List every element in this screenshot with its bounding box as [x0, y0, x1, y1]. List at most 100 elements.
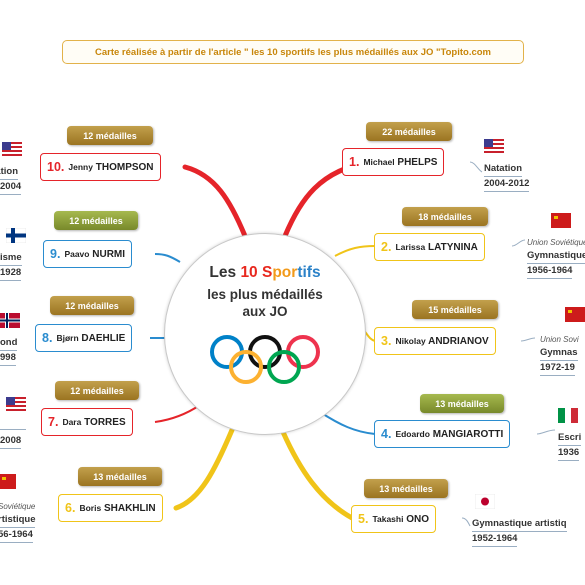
title-number: 10 — [240, 264, 258, 281]
last-name: DAEHLIE — [81, 332, 126, 344]
athlete-node-8[interactable]: 8. Bjørn DAEHLIE — [35, 324, 133, 352]
finland-flag-icon — [6, 228, 26, 243]
italy-flag-icon — [558, 408, 578, 423]
athlete-node-6[interactable]: 6. Boris SHAKHLIN — [58, 494, 163, 522]
olympic-rings-icon — [210, 335, 320, 384]
branch-7 — [154, 404, 201, 423]
country: Union Soviétique — [527, 238, 585, 247]
rank: 10. — [47, 160, 65, 174]
usa-flag-icon — [484, 139, 504, 154]
athlete-node-1[interactable]: 1. Michael PHELPS — [342, 148, 445, 176]
athlete-name: Paavo NURMI — [64, 249, 125, 260]
athlete-name: Nikolay ANDRIANOV — [395, 336, 488, 347]
branch-4 — [319, 411, 376, 435]
medal-badge-8: 12 médailles — [50, 296, 134, 315]
years: 1956-1964 — [527, 264, 573, 279]
rank: 7. — [48, 415, 59, 429]
athlete-node-3[interactable]: 3. Nikolay ANDRIANOV — [374, 327, 496, 355]
athlete-info-4: Escri 1936 — [558, 431, 582, 461]
branch-6 — [173, 427, 235, 511]
rank: 9. — [50, 247, 61, 261]
title-word-a: S — [262, 264, 273, 281]
title-word-b: por — [272, 264, 298, 281]
central-line-2: les plus médaillés — [207, 287, 323, 302]
years: 1936 — [558, 446, 580, 461]
last-name: LATYNINA — [428, 241, 478, 253]
rank: 6. — [65, 501, 76, 515]
ussr-flag-icon — [0, 474, 16, 489]
first-name: Dara — [62, 416, 82, 427]
athlete-node-9[interactable]: 9. Paavo NURMI — [43, 240, 133, 268]
japan-flag-icon — [475, 494, 495, 509]
first-name: Bjørn — [56, 332, 79, 343]
central-topic[interactable]: Les 10 Sportifs les plus médaillés aux J… — [164, 233, 366, 435]
sport: Gymnastique artistiq — [472, 517, 567, 532]
years: 1972-19 — [540, 361, 575, 376]
usa-flag-icon — [6, 397, 26, 412]
branch-10 — [182, 164, 248, 239]
first-name: Takashi — [372, 513, 404, 524]
athlete-info-6: Soviétique rtistique 56-1964 — [0, 501, 36, 543]
usa-flag-icon — [2, 142, 22, 157]
central-title: Les 10 Sportifs — [165, 264, 365, 282]
branch-9 — [154, 253, 181, 263]
athlete-name: Boris SHAKHLIN — [79, 503, 155, 514]
years: 998 — [0, 351, 16, 366]
athlete-info-8: ond 998 — [0, 336, 18, 366]
last-name: THOMPSON — [95, 161, 154, 173]
ussr-flag-icon — [551, 213, 571, 228]
sport: Natation — [0, 165, 18, 180]
sport — [0, 428, 26, 430]
years: 2008 — [0, 434, 22, 449]
rank: 8. — [42, 331, 53, 345]
rank: 1. — [349, 155, 360, 169]
athlete-name: Takashi ONO — [372, 514, 429, 525]
country: Union Sovi — [540, 335, 579, 344]
medal-badge-5: 13 médailles — [364, 479, 448, 498]
source-header-text: Carte réalisée à partir de l'article " l… — [95, 46, 491, 58]
source-header: Carte réalisée à partir de l'article " l… — [62, 40, 524, 64]
athlete-name: Dara TORRES — [62, 417, 125, 428]
athlete-node-4[interactable]: 4. Edoardo MANGIAROTTI — [374, 420, 511, 448]
medal-badge-7: 12 médailles — [55, 381, 139, 400]
branch-2 — [334, 245, 376, 257]
sport: isme — [0, 251, 22, 266]
medal-badge-1: 22 médailles — [366, 122, 452, 141]
athlete-name: Edoardo MANGIAROTTI — [395, 429, 503, 440]
last-name: ONO — [406, 513, 430, 525]
sport: rtistique — [0, 513, 36, 528]
athlete-name: Michael PHELPS — [363, 157, 437, 168]
athlete-info-3: Union Sovi Gymnas 1972-19 — [540, 334, 579, 376]
athlete-info-5: Gymnastique artistiq 1952-1964 — [472, 517, 567, 547]
last-name: SHAKHLIN — [103, 502, 156, 514]
sport: Gymnastique — [527, 249, 585, 264]
first-name: Michael — [363, 156, 395, 167]
athlete-name: Jenny THOMPSON — [68, 162, 153, 173]
athlete-node-5[interactable]: 5. Takashi ONO — [351, 505, 437, 533]
last-name: NURMI — [92, 248, 126, 260]
athlete-node-10[interactable]: 10. Jenny THOMPSON — [40, 153, 161, 181]
country: Soviétique — [0, 502, 36, 511]
first-name: Paavo — [64, 248, 90, 259]
sport: Escri — [558, 431, 582, 446]
medal-badge-9: 12 médailles — [54, 211, 138, 230]
athlete-info-9: isme 1928 — [0, 251, 22, 281]
last-name: MANGIAROTTI — [432, 428, 504, 440]
athlete-node-7[interactable]: 7. Dara TORRES — [41, 408, 133, 436]
sport: Natation — [484, 162, 522, 177]
title-prefix: Les — [209, 264, 241, 281]
years: 1928 — [0, 266, 22, 281]
first-name: Edoardo — [395, 428, 430, 439]
athlete-info-7: 2008 — [0, 421, 26, 449]
medal-badge-4: 13 médailles — [420, 394, 504, 413]
ussr-flag-icon — [565, 307, 585, 322]
years: 1952-1964 — [472, 532, 518, 547]
central-line-3: aux JO — [242, 304, 288, 319]
rank: 2. — [381, 240, 392, 254]
norway-flag-icon — [0, 313, 20, 328]
years: 56-1964 — [0, 528, 33, 543]
medal-badge-10: 12 médailles — [67, 126, 153, 145]
last-name: TORRES — [84, 416, 126, 428]
athlete-node-2[interactable]: 2. Larissa LATYNINA — [374, 233, 485, 261]
